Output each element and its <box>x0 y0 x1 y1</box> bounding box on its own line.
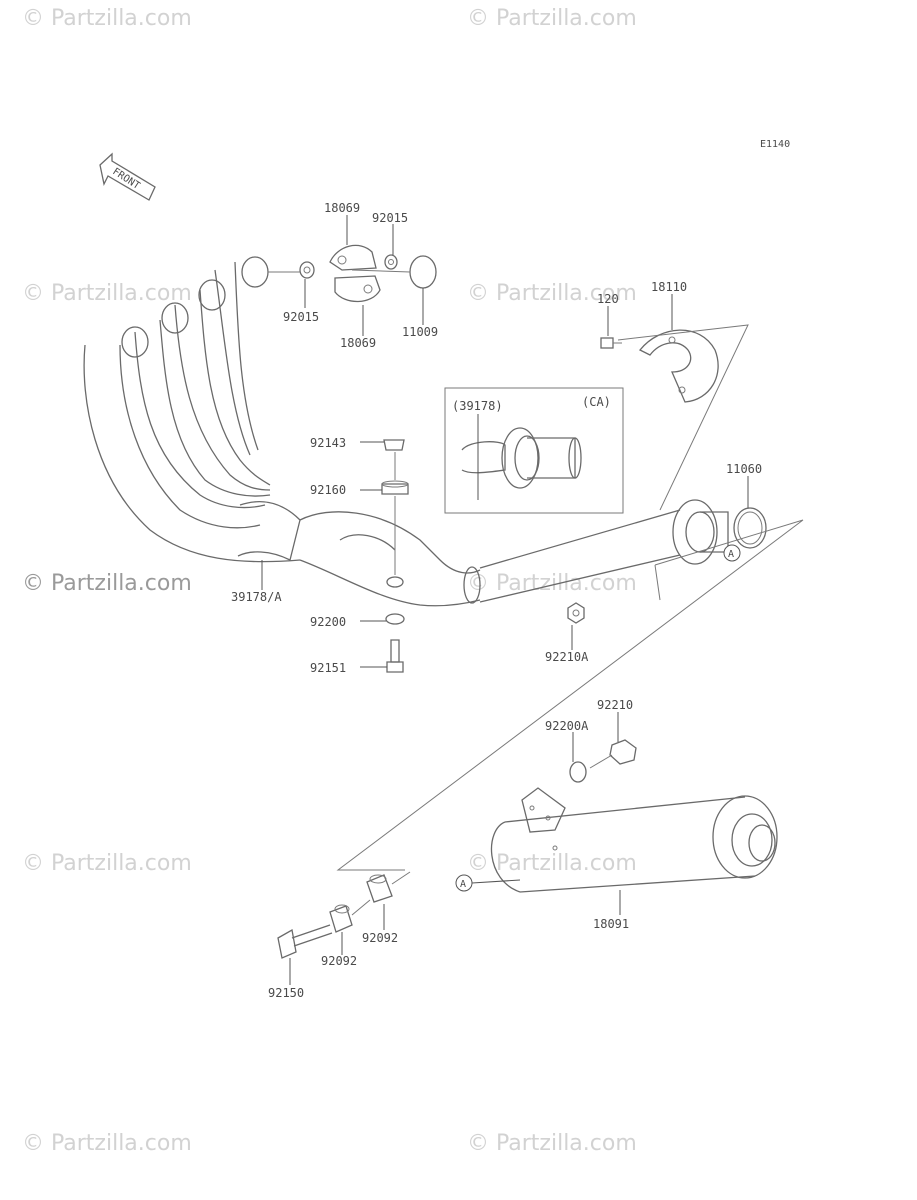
part-label-18069-bottom: 18069 <box>340 336 376 350</box>
assembly-lines <box>336 324 804 871</box>
watermark: © Partzilla.com <box>22 851 192 876</box>
nut-92015-left <box>299 261 315 279</box>
muffler-18091 <box>490 787 778 893</box>
damper-92092-b <box>366 874 393 903</box>
front-arrow-icon: FRONT <box>99 152 156 201</box>
nut-92210a <box>567 602 585 624</box>
watermark: © Partzilla.com <box>22 281 192 306</box>
part-label-18110: 18110 <box>651 280 687 294</box>
connector-pipe <box>479 499 729 603</box>
nut-92210 <box>609 739 637 765</box>
exhaust-header-pipes <box>83 256 481 607</box>
callout-a-upper: A <box>723 544 741 562</box>
damper-92092-a <box>329 904 353 933</box>
part-label-18091: 18091 <box>593 917 629 931</box>
part-label-92015-left: 92015 <box>283 310 319 324</box>
part-label-18069-top: 18069 <box>324 201 360 215</box>
part-label-92015-top: 92015 <box>372 211 408 225</box>
watermark: © Partzilla.com <box>467 6 637 31</box>
part-labels: 18069 92015 92015 18069 11009 120 18110 … <box>231 201 762 1000</box>
part-label-92200a: 92200A <box>545 719 589 733</box>
diagram-code: E1140 <box>760 139 790 150</box>
inset-tag-label: (CA) <box>582 395 611 409</box>
watermark: © Partzilla.com <box>22 1131 192 1156</box>
gasket-11060 <box>733 507 767 549</box>
watermark: © Partzilla.com <box>22 6 192 31</box>
part-label-11009: 11009 <box>402 325 438 339</box>
part-label-92210a: 92210A <box>545 650 589 664</box>
leader-lines <box>261 215 749 985</box>
watermark: © Partzilla.com <box>467 281 637 306</box>
part-label-92210: 92210 <box>597 698 633 712</box>
watermark-group: © Partzilla.com © Partzilla.com © Partzi… <box>22 6 637 1156</box>
heat-shield-18110 <box>638 329 719 403</box>
part-label-92092-a: 92092 <box>362 931 398 945</box>
nut-92015-right <box>384 254 398 270</box>
part-label-92151: 92151 <box>310 661 346 675</box>
bolt-92150 <box>277 924 333 959</box>
watermark: © Partzilla.com <box>467 851 637 876</box>
part-label-11060: 11060 <box>726 462 762 476</box>
inset-ref-label: (39178) <box>452 399 503 413</box>
part-label-92143: 92143 <box>310 436 346 450</box>
svg-text:A: A <box>460 879 466 890</box>
mount-hardware <box>381 439 409 673</box>
svg-text:A: A <box>728 549 734 560</box>
bolt-120 <box>600 337 622 349</box>
part-label-120: 120 <box>597 292 619 306</box>
watermark: © Partzilla.com <box>467 1131 637 1156</box>
callout-a-lower: A <box>455 874 473 892</box>
part-label-92150: 92150 <box>268 986 304 1000</box>
washer-92200a <box>569 761 587 783</box>
gasket-11009 <box>409 255 437 289</box>
watermark: © Partzilla.com <box>467 571 637 596</box>
part-label-92092-b: 92092 <box>321 954 357 968</box>
clamp-18069 <box>329 244 381 303</box>
inset-detail: (39178) (CA) <box>444 387 624 514</box>
part-label-39178a: 39178/A <box>231 590 282 604</box>
part-label-92200: 92200 <box>310 615 346 629</box>
part-label-92160: 92160 <box>310 483 346 497</box>
watermark: © Partzilla.com <box>22 571 192 596</box>
